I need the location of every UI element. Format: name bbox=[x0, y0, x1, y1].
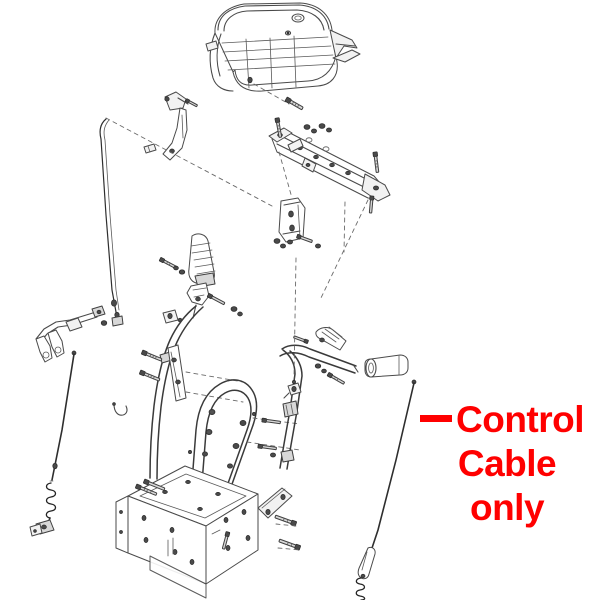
brace-bolts bbox=[274, 117, 380, 214]
handlebar-grip-sleeve bbox=[364, 354, 409, 378]
linkage-rod-fork bbox=[35, 305, 106, 363]
grip-fasteners bbox=[283, 363, 345, 399]
cable-upper-left bbox=[99, 118, 124, 327]
cable-clamp-bracket bbox=[278, 197, 306, 243]
latch-lever-assembly bbox=[143, 91, 198, 161]
assembly-line-latch bbox=[105, 117, 273, 207]
chassis-mount-plate bbox=[115, 465, 259, 599]
assembly-line-brace-left bbox=[278, 151, 293, 199]
assembly-line-brace-right bbox=[319, 199, 369, 301]
clamp-fasteners bbox=[273, 233, 321, 249]
cable-spring-right bbox=[355, 577, 366, 600]
assembly-point bbox=[292, 380, 296, 384]
callout-line-2: Cable bbox=[457, 443, 557, 484]
control-lever-grip bbox=[186, 233, 216, 319]
callout-word-control: Control bbox=[456, 399, 585, 440]
loop-fasteners bbox=[246, 417, 301, 458]
hook-clip bbox=[112, 402, 128, 416]
assembly-line-grip bbox=[293, 257, 297, 379]
cable-spring-left bbox=[45, 480, 57, 519]
cable-eyelet-right bbox=[357, 546, 376, 580]
callout-line-1: Control bbox=[418, 398, 596, 442]
control-cable-right bbox=[355, 379, 417, 600]
control-cable-only-callout: Control Cable only bbox=[418, 398, 596, 530]
chassis-bolts bbox=[135, 478, 301, 551]
cross-brace-plate bbox=[268, 127, 391, 202]
hood-fastener bbox=[253, 83, 304, 111]
nut-cluster bbox=[303, 123, 332, 134]
handle-tube-left bbox=[149, 305, 204, 480]
right-tube-fitting bbox=[293, 326, 347, 351]
handle-clamp-strap bbox=[257, 487, 293, 519]
callout-line-3: only bbox=[469, 487, 545, 528]
em-dash-leader bbox=[420, 415, 452, 422]
lever-fasteners bbox=[158, 257, 243, 324]
control-cable-left bbox=[29, 350, 77, 537]
assembly-line-brace-vert bbox=[343, 201, 346, 253]
grass-collector-hood bbox=[205, 2, 361, 92]
handle-mount-plate bbox=[139, 344, 244, 403]
